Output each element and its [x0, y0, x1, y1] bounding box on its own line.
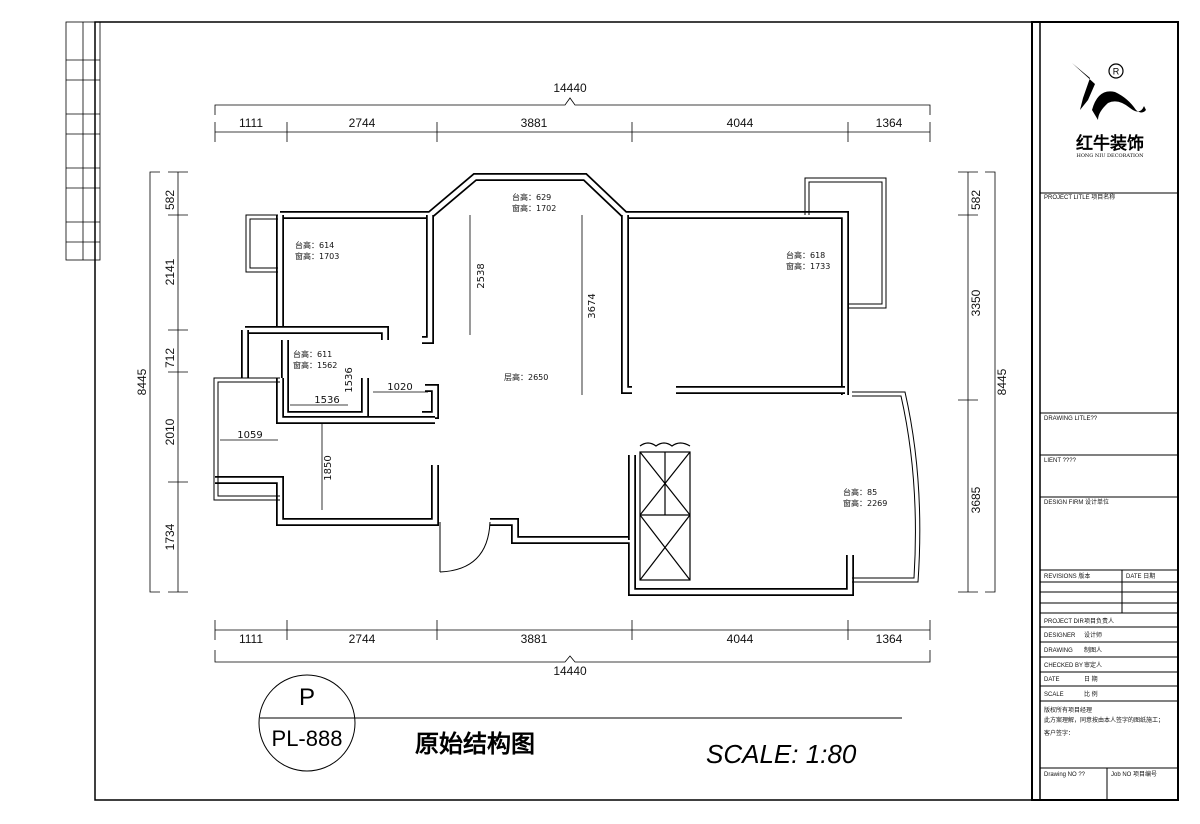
- svg-text:3881: 3881: [521, 116, 548, 130]
- title-block-frame: [1031, 21, 1179, 801]
- svg-text:1364: 1364: [876, 116, 903, 130]
- svg-text:SCALE: SCALE: [1044, 692, 1064, 698]
- wall-segment: [422, 215, 433, 343]
- wall-segment: [282, 340, 368, 418]
- svg-text:Drawing NO ??: Drawing NO ??: [1044, 772, 1086, 778]
- drawing-scale: SCALE: 1:80: [706, 739, 857, 769]
- svg-text:1020: 1020: [387, 382, 412, 393]
- svg-text:版权所有项目经理: 版权所有项目经理: [1044, 706, 1092, 714]
- svg-text:2010: 2010: [163, 418, 177, 445]
- svg-text:窗高：1703: 窗高：1703: [295, 251, 339, 261]
- svg-text:日 期: 日 期: [1084, 675, 1098, 683]
- svg-text:窗高：2269: 窗高：2269: [843, 498, 887, 508]
- svg-text:比 例: 比 例: [1084, 690, 1098, 698]
- svg-text:712: 712: [163, 348, 177, 368]
- room-labels: 台高：629 窗高：1702 台高：614 窗高：1703 台高：618 窗高：…: [293, 192, 887, 508]
- svg-text:8445: 8445: [135, 368, 149, 395]
- svg-text:DRAWING LITLE??: DRAWING LITLE??: [1044, 416, 1098, 422]
- svg-text:窗高：1562: 窗高：1562: [293, 360, 337, 370]
- svg-text:此方案理解，同意按由本人签字的图纸施工；: 此方案理解，同意按由本人签字的图纸施工；: [1044, 716, 1164, 724]
- svg-text:14440: 14440: [553, 664, 587, 678]
- svg-text:3685: 3685: [969, 486, 983, 513]
- dimension-labels: 14440 1111 2744 3881 4044 1364 1111 2744…: [135, 81, 1009, 678]
- built-in-cabinet: [639, 442, 691, 581]
- wall-segment: [280, 174, 848, 395]
- svg-text:2744: 2744: [349, 632, 376, 646]
- svg-text:台高：618: 台高：618: [786, 250, 825, 260]
- svg-text:台高：85: 台高：85: [843, 487, 877, 497]
- wall-segment: [215, 465, 438, 525]
- drawing-badge: P PL-888 原始结构图 SCALE: 1:80: [258, 674, 902, 772]
- svg-text:8445: 8445: [995, 368, 1009, 395]
- svg-text:3674: 3674: [587, 293, 598, 318]
- wall-segment: [622, 215, 632, 393]
- svg-text:14440: 14440: [553, 81, 587, 95]
- svg-text:层高：2650: 层高：2650: [504, 372, 548, 382]
- svg-text:1734: 1734: [163, 523, 177, 550]
- svg-text:台高：614: 台高：614: [295, 240, 334, 250]
- svg-text:4044: 4044: [727, 116, 754, 130]
- svg-text:582: 582: [163, 190, 177, 210]
- svg-text:项目负责人: 项目负责人: [1084, 617, 1114, 625]
- svg-text:1536: 1536: [314, 395, 339, 406]
- svg-text:3350: 3350: [969, 289, 983, 316]
- svg-text:PROJECT DIR: PROJECT DIR: [1044, 619, 1085, 625]
- wall-segment: [280, 173, 849, 395]
- svg-text:PROJECT LITLE 项目名称: PROJECT LITLE 项目名称: [1044, 193, 1115, 201]
- balcony-railings: [213, 177, 921, 583]
- svg-text:Job NO 项目编号: Job NO 项目编号: [1111, 770, 1157, 778]
- svg-text:审定人: 审定人: [1084, 661, 1102, 669]
- svg-text:P: P: [299, 684, 315, 711]
- svg-text:DESIGN FIRM 设计单位: DESIGN FIRM 设计单位: [1044, 498, 1109, 506]
- svg-text:窗高：1702: 窗高：1702: [512, 203, 556, 213]
- svg-text:LIENT ????: LIENT ????: [1044, 458, 1077, 464]
- svg-text:1111: 1111: [239, 632, 263, 646]
- svg-text:制图人: 制图人: [1084, 646, 1102, 654]
- svg-text:DATE 日期: DATE 日期: [1126, 572, 1155, 580]
- svg-text:1111: 1111: [239, 116, 263, 130]
- svg-text:4044: 4044: [727, 632, 754, 646]
- svg-text:DRAWING: DRAWING: [1044, 648, 1073, 654]
- svg-text:1850: 1850: [323, 455, 334, 480]
- hong-niu-logo: R 红牛装饰 HONG NIU DECORATION: [1072, 63, 1146, 159]
- svg-text:台高：611: 台高：611: [293, 349, 332, 359]
- entry-door: [439, 521, 491, 573]
- wall-segment: [422, 385, 438, 418]
- drawing-frame: [94, 21, 1033, 801]
- svg-text:CHECKED BY: CHECKED BY: [1044, 663, 1083, 669]
- title-block-text: PROJECT LITLE 项目名称 DRAWING LITLE?? LIENT…: [1044, 193, 1164, 778]
- svg-text:1536: 1536: [344, 367, 355, 392]
- svg-text:台高：629: 台高：629: [512, 192, 551, 202]
- svg-text:PL-888: PL-888: [272, 726, 343, 751]
- svg-text:DATE: DATE: [1044, 677, 1060, 683]
- wall-segment: [245, 327, 388, 340]
- svg-text:客户签字：: 客户签字：: [1044, 729, 1074, 737]
- svg-text:R: R: [1113, 67, 1120, 77]
- left-margin-strip: [65, 21, 101, 261]
- svg-text:2538: 2538: [476, 263, 487, 288]
- svg-text:2744: 2744: [349, 116, 376, 130]
- title-block-grid: [1040, 192, 1178, 800]
- svg-text:HONG NIU DECORATION: HONG NIU DECORATION: [1076, 153, 1144, 159]
- svg-text:582: 582: [969, 190, 983, 210]
- wall-segment: [490, 518, 854, 596]
- svg-text:设计师: 设计师: [1084, 631, 1102, 639]
- svg-text:红牛装饰: 红牛装饰: [1076, 133, 1144, 154]
- svg-text:REVISIONS 版本: REVISIONS 版本: [1044, 572, 1090, 580]
- dimension-lines: [149, 97, 996, 663]
- dimension-ticks: [168, 122, 978, 640]
- svg-text:DESIGNER: DESIGNER: [1044, 633, 1076, 639]
- svg-text:窗高：1733: 窗高：1733: [786, 261, 830, 271]
- svg-text:2141: 2141: [163, 258, 177, 285]
- svg-text:1059: 1059: [237, 430, 262, 441]
- walls: [215, 173, 854, 596]
- wall-segment: [277, 378, 435, 423]
- wall-segment: [490, 519, 853, 595]
- svg-text:1364: 1364: [876, 632, 903, 646]
- svg-text:3881: 3881: [521, 632, 548, 646]
- drawing-title: 原始结构图: [415, 730, 535, 758]
